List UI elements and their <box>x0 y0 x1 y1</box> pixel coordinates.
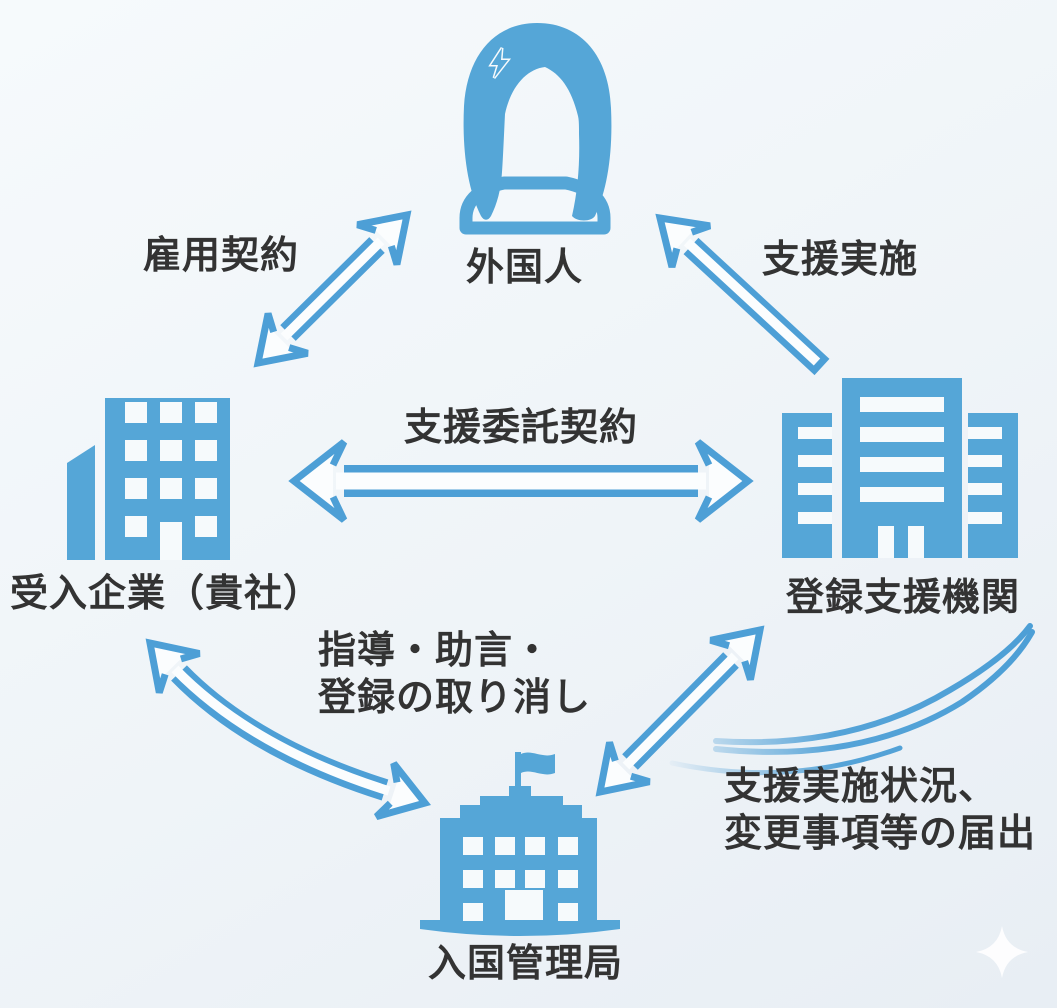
company-windows <box>125 402 217 560</box>
sparkle-icon <box>976 926 1028 978</box>
person-hair <box>463 23 612 221</box>
immigration-flag-icon <box>521 752 555 775</box>
notification-label-line2: 変更事項等の届出 <box>724 813 1037 855</box>
support-consignment-arrow <box>288 439 754 523</box>
immigration-roof-tier3 <box>460 805 582 818</box>
support-implementation-arrow <box>641 197 830 376</box>
company-annex <box>67 445 95 560</box>
accepting-company-label: 受入企業（貴社） <box>10 573 323 615</box>
immigration-flag-pole <box>515 752 521 792</box>
supportorg-door-right <box>908 526 924 558</box>
immigration-roof-tier1 <box>509 786 531 796</box>
supportorg-door-left <box>878 526 894 558</box>
support-org-building-icon <box>782 378 1018 558</box>
immigration-bureau-building-icon <box>420 752 620 936</box>
sparkle-hair-icon <box>488 47 512 79</box>
support-organization-label: 登録支援機関 <box>786 577 1021 619</box>
guidance-label-line1: 指導・助言・ <box>318 630 553 672</box>
guidance-label-line2: 登録の取り消し <box>318 677 592 719</box>
immigration-door <box>505 890 543 920</box>
employment-contract-label: 雇用契約 <box>143 235 300 277</box>
company-building-icon <box>67 398 230 560</box>
immigration-base <box>420 920 620 936</box>
notification-label-line1: 支援実施状況、 <box>724 766 998 808</box>
guidance-label: 指導・助言・ 登録の取り消し <box>318 628 591 722</box>
guidance-arrow <box>130 623 434 829</box>
foreigner-person-icon <box>459 23 612 235</box>
immigration-windows <box>463 837 578 921</box>
foreigner-label: 外国人 <box>466 247 584 289</box>
immigration-roof-tier2 <box>480 796 563 805</box>
notification-label: 支援実施状況、 変更事項等の届出 <box>724 764 1036 858</box>
support-implementation-label: 支援実施 <box>762 239 919 281</box>
person-body <box>459 176 611 235</box>
immigration-bureau-label: 入国管理局 <box>428 943 624 985</box>
notification-arrow <box>580 610 780 811</box>
employment-contract-arrow <box>238 195 426 383</box>
notification-swoosh <box>669 623 1035 776</box>
support-consignment-label: 支援委託契約 <box>404 407 639 449</box>
company-door <box>160 522 182 560</box>
supportorg-windows <box>798 397 1002 558</box>
